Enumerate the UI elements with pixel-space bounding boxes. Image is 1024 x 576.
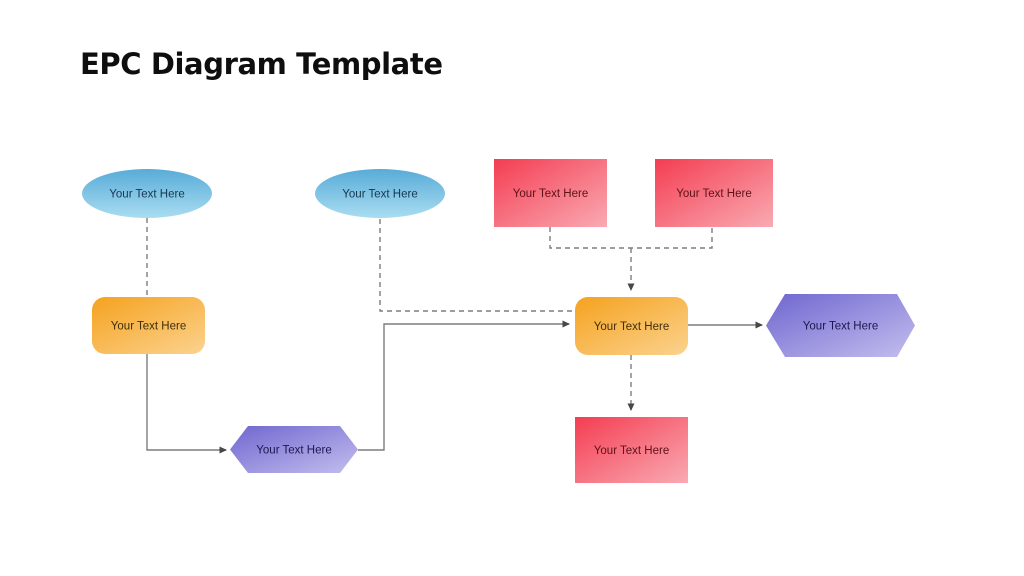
path-hexagon-1-shape [230,426,358,473]
connectors [146,218,763,454]
node-event-ellipse-2: Your Text Here [315,169,445,218]
node-path-hexagon-1: Your Text Here [230,426,358,473]
node-output-box-1: Your Text Here [575,417,688,483]
node-input-box-1: Your Text Here [494,159,607,227]
function-box-1-label: Your Text Here [111,321,186,333]
input-box-2-label: Your Text Here [676,188,751,200]
function-box-2-shape [575,297,688,355]
page-title: EPC Diagram Template [80,47,443,81]
connector-dashed-inputs-bracket [549,227,713,249]
input-box-1-label: Your Text Here [513,188,588,200]
event-ellipse-2-label: Your Text Here [342,189,417,201]
path-hexagon-1-label: Your Text Here [256,445,331,457]
connector-solid-hexagon1-to-function2 [358,320,570,451]
output-box-1-label: Your Text Here [594,445,669,457]
path-hexagon-2-label: Your Text Here [803,321,878,333]
event-ellipse-1-label: Your Text Here [109,189,184,201]
connector-dashed-event2-to-function2 [379,219,572,312]
node-path-hexagon-2: Your Text Here [766,294,915,357]
input-box-1-shape [494,159,607,227]
input-box-2-shape [655,159,773,227]
node-function-box-1: Your Text Here [92,297,205,354]
output-box-1-shape [575,417,688,483]
function-box-2-label: Your Text Here [594,321,669,333]
event-ellipse-2-shape [315,169,445,218]
connector-solid-function1-to-hexagon1 [146,354,227,454]
node-input-box-2: Your Text Here [655,159,773,227]
node-event-ellipse-1: Your Text Here [82,169,212,218]
function-box-1-shape [92,297,205,354]
event-ellipse-1-shape [82,169,212,218]
node-function-box-2: Your Text Here [575,297,688,355]
path-hexagon-2-shape [766,294,915,357]
